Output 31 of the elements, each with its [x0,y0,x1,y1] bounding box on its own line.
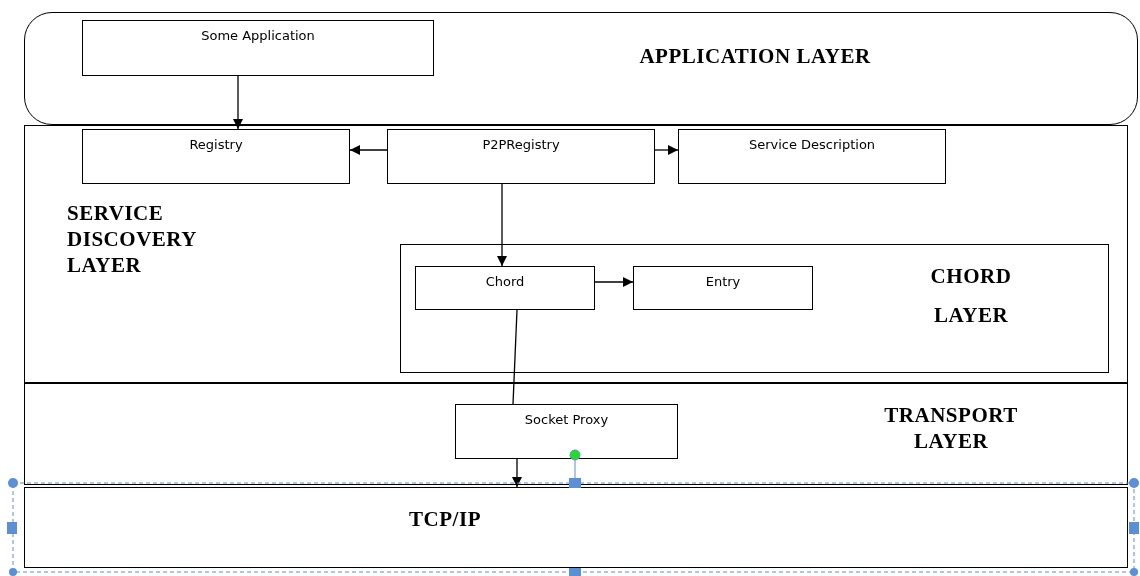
arrow [496,183,508,267]
arrow [349,144,388,156]
component-label: Chord [484,273,526,291]
layer-band [24,125,1128,383]
layer-band [400,244,1109,373]
rounded-layer-band [24,12,1138,125]
component-label: Service Description [747,136,877,154]
component-box [415,266,595,310]
component-label: Socket Proxy [523,411,610,429]
component-box [455,404,678,459]
component-label: Entry [704,273,742,291]
connector-line [512,309,518,405]
arrow [232,75,244,130]
arrow [594,276,634,288]
layer-band [24,383,1128,485]
component-label: P2PRegistry [481,136,561,154]
layer-heading: APPLICATION LAYER [638,43,872,69]
arrow [654,144,679,156]
layer-heading: TRANSPORT LAYER [883,402,1019,454]
arrow [511,458,523,488]
layer-heading: CHORD LAYER [929,263,1013,329]
component-box [82,129,350,184]
component-label: Registry [188,136,244,154]
layer-heading: SERVICE DISCOVERY LAYER [67,200,198,278]
layer-heading: TCP/IP [408,506,482,532]
component-box [633,266,813,310]
component-box [82,20,434,76]
layer-band [24,487,1128,568]
component-label: Some Application [200,27,316,45]
component-box [678,129,946,184]
component-box [387,129,655,184]
